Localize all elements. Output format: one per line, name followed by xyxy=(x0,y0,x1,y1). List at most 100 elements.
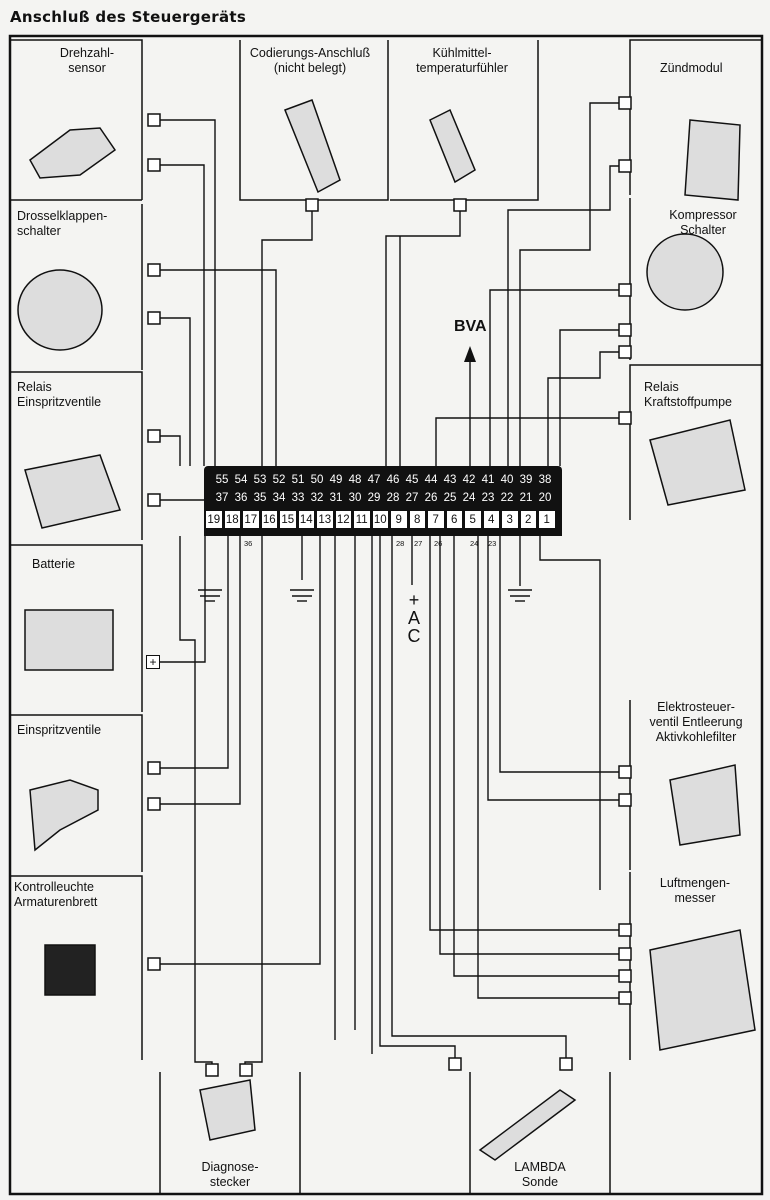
connector-sub-label: 23 xyxy=(488,539,497,548)
frame-drehzahl xyxy=(10,39,143,200)
label-relais-einspritz: Relais Einspritzventile xyxy=(17,380,102,409)
air-flow-meter-icon xyxy=(649,929,756,1051)
label-lambda: LAMBDA Sonde xyxy=(514,1160,566,1189)
terminals xyxy=(147,96,632,1077)
ac-c: C xyxy=(407,626,421,646)
label-batterie: Batterie xyxy=(32,557,76,571)
connector-pin: 3 xyxy=(501,510,519,529)
bva-arrow xyxy=(464,346,476,362)
label-luftmengen: Luftmengen- messer xyxy=(659,876,731,905)
coolant-sensor-icon xyxy=(429,108,476,184)
connector-pin: 24 xyxy=(462,491,476,504)
ac-label: + A C xyxy=(407,591,421,645)
connector-pin: 8 xyxy=(408,510,426,529)
connector-pin: 19 xyxy=(205,510,223,529)
connector-pin: 17 xyxy=(242,510,260,529)
connector-pin: 53 xyxy=(253,473,267,486)
connector-pin: 38 xyxy=(538,473,552,486)
label-einspritzventile: Einspritzventile xyxy=(17,723,102,737)
drehzahl-sensor-icon xyxy=(29,127,117,179)
diagram-frame xyxy=(8,34,764,1196)
connector-pin: 22 xyxy=(500,491,514,504)
connector-pin: 33 xyxy=(291,491,305,504)
battery-icon xyxy=(24,609,114,671)
injector-icon xyxy=(29,779,99,852)
label-diagnose: Diagnose- stecker xyxy=(201,1160,259,1189)
connector-pin: 2 xyxy=(519,510,537,529)
connector-pin: 10 xyxy=(371,510,389,529)
connector-pin: 42 xyxy=(462,473,476,486)
lambda-sensor-icon xyxy=(478,1089,577,1161)
connector-pin: 30 xyxy=(348,491,362,504)
connector-pin: 36 xyxy=(234,491,248,504)
bva-label: BVA xyxy=(454,318,487,335)
component-icons xyxy=(17,99,756,1161)
connector-pin: 11 xyxy=(353,510,371,529)
connector-pin: 9 xyxy=(390,510,408,529)
connector-pin: 44 xyxy=(424,473,438,486)
connector-pin: 45 xyxy=(405,473,419,486)
label-kuehlmittel: Kühlmittel- temperaturfühler xyxy=(416,46,508,75)
connector-sub-label: 27 xyxy=(414,539,423,548)
connector-pin: 12 xyxy=(334,510,352,529)
connector-pin: 48 xyxy=(348,473,362,486)
connector-pin: 23 xyxy=(481,491,495,504)
connector-pin: 13 xyxy=(316,510,334,529)
connector-pin: 28 xyxy=(386,491,400,504)
connector-pin: 46 xyxy=(386,473,400,486)
connector-pin: 7 xyxy=(427,510,445,529)
compressor-icon xyxy=(646,233,724,311)
warning-lamp-icon xyxy=(44,944,96,996)
connector-sub-label: 26 xyxy=(434,539,443,548)
label-elektroventil: Elektrosteuer- ventil Entleerung Aktivko… xyxy=(649,700,743,744)
connector-pin: 31 xyxy=(329,491,343,504)
connector-sub-label: 24 xyxy=(470,539,479,548)
label-drosselklappen: Drosselklappen- schalter xyxy=(17,209,108,238)
diagnostic-plug-icon xyxy=(199,1079,256,1141)
connector-pin: 39 xyxy=(519,473,533,486)
connector-pin: 6 xyxy=(445,510,463,529)
ignition-module-icon xyxy=(684,119,741,201)
fuel-pump-relay-icon xyxy=(649,419,746,506)
connector-pin: 37 xyxy=(215,491,229,504)
page-title: Anschluß des Steuergeräts xyxy=(10,8,247,26)
connector-pin: 50 xyxy=(310,473,324,486)
connector-pin: 29 xyxy=(367,491,381,504)
connector-pin: 52 xyxy=(272,473,286,486)
connector-pin: 55 xyxy=(215,473,229,486)
label-relais-kraftstoff: Relais Kraftstoffpumpe xyxy=(644,380,733,409)
connector-pin: 18 xyxy=(223,510,241,529)
connector-pin: 26 xyxy=(424,491,438,504)
connector-pin: 32 xyxy=(310,491,324,504)
connector-pin: 40 xyxy=(500,473,514,486)
connector-pin: 35 xyxy=(253,491,267,504)
purge-valve-icon xyxy=(669,764,741,846)
connector-sub-label: 36 xyxy=(244,539,253,548)
connector-pin: 43 xyxy=(443,473,457,486)
connector-pin: 25 xyxy=(443,491,457,504)
connector-pin: 15 xyxy=(279,510,297,529)
label-kontrollleuchte: Kontrolleuchte Armaturenbrett xyxy=(14,880,98,909)
ac-a: A xyxy=(407,608,420,628)
connector-pin: 16 xyxy=(260,510,278,529)
connector-pin: 47 xyxy=(367,473,381,486)
label-codierung: Codierungs-Anschluß (nicht belegt) xyxy=(249,46,371,75)
connector-pin: 27 xyxy=(405,491,419,504)
battery-plus-terminal: + xyxy=(146,655,160,669)
connector-pin: 49 xyxy=(329,473,343,486)
connector-pin: 21 xyxy=(519,491,533,504)
ground-symbols xyxy=(198,589,532,602)
connector-pin: 4 xyxy=(482,510,500,529)
connector-pin: 54 xyxy=(234,473,248,486)
label-zuendmodul: Zündmodul xyxy=(660,61,723,75)
connector-sub-label: 28 xyxy=(396,539,405,548)
connector-pin: 5 xyxy=(464,510,482,529)
connector-pin: 14 xyxy=(297,510,315,529)
ac-plus: + xyxy=(408,590,420,610)
connector-pin: 20 xyxy=(538,491,552,504)
connector-pin: 34 xyxy=(272,491,286,504)
wire-bundle xyxy=(160,102,625,1070)
connector-pin: 1 xyxy=(538,510,556,529)
label-kompressor: Kompressor Schalter xyxy=(669,208,737,237)
